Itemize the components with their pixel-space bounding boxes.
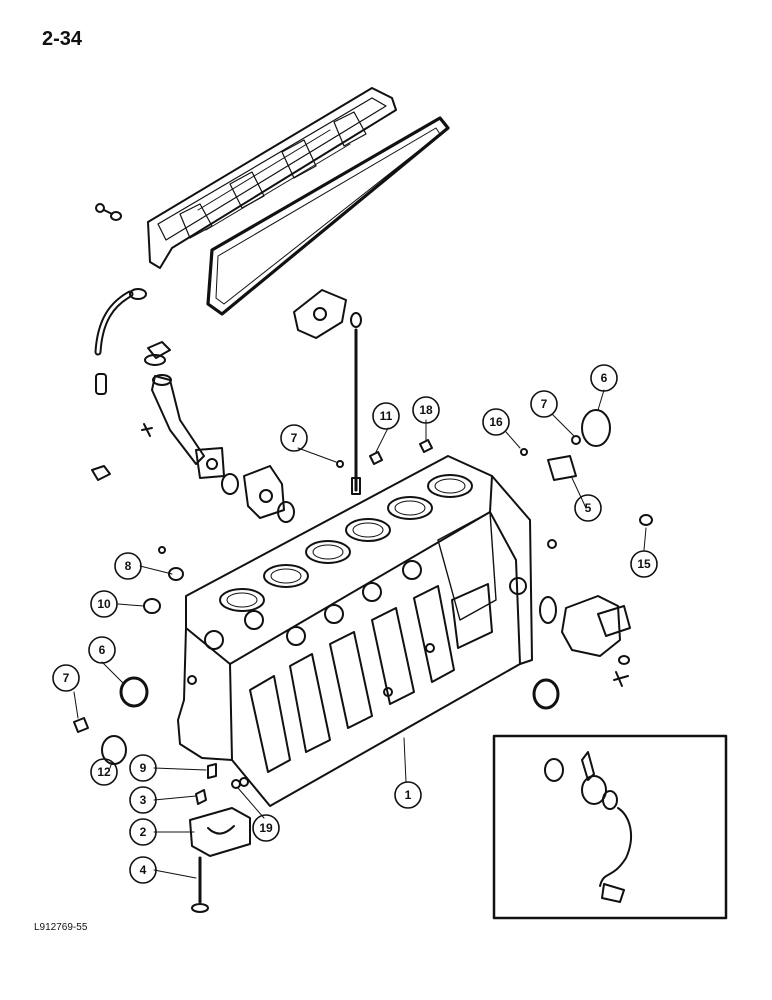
valve-cover (147, 87, 397, 269)
sleeve-5 (547, 455, 577, 481)
svg-text:6: 6 (99, 643, 106, 657)
bushing-3 (195, 789, 207, 805)
callout-3: 3 (129, 786, 157, 814)
callout-9: 9 (129, 754, 157, 782)
callout-10: 10 (90, 590, 118, 618)
plug-6-left (119, 676, 149, 708)
callout-7-mid: 7 (280, 424, 308, 452)
plug-11 (369, 451, 383, 465)
housing-bolt (613, 671, 629, 687)
cap-bolt (191, 856, 209, 913)
plug-6-top (581, 409, 611, 447)
callout-7-left: 7 (52, 664, 80, 692)
callout-16: 16 (482, 408, 510, 436)
plug-7-mid (336, 460, 344, 468)
svg-text:18: 18 (419, 403, 433, 417)
o-ring (221, 473, 239, 495)
callout-8: 8 (114, 552, 142, 580)
figure-code: L912769-55 (34, 922, 88, 933)
plug-8 (168, 567, 184, 581)
plug-7-left (73, 717, 89, 733)
inset-block-heater (492, 734, 728, 920)
svg-text:8: 8 (125, 559, 132, 573)
svg-text:5: 5 (585, 501, 592, 515)
callout-6-top: 6 (590, 364, 618, 392)
thermostat-housing (539, 595, 631, 657)
cover-bolt (95, 203, 122, 221)
callout-7-top: 7 (530, 390, 558, 418)
callout-4: 4 (129, 856, 157, 884)
svg-text:7: 7 (541, 397, 548, 411)
svg-text:6: 6 (601, 371, 608, 385)
svg-text:10: 10 (97, 597, 111, 611)
plug-small (158, 546, 166, 554)
callout-2: 2 (129, 818, 157, 846)
svg-text:15: 15 (637, 557, 651, 571)
svg-text:2: 2 (140, 825, 147, 839)
callout-19: 19 (252, 814, 280, 842)
svg-text:1: 1 (405, 788, 412, 802)
plug-18 (419, 439, 433, 453)
adapter-block (243, 465, 285, 519)
dipstick (350, 312, 362, 495)
callout-18: 18 (412, 396, 440, 424)
plug-16 (520, 448, 528, 456)
cylinder-block (177, 455, 533, 807)
plug-15 (639, 514, 653, 526)
plug-7-top (571, 435, 581, 445)
callout-6-left: 6 (88, 636, 116, 664)
svg-text:3: 3 (140, 793, 147, 807)
callout-11: 11 (372, 402, 400, 430)
nut-right (547, 539, 557, 549)
main-bearing-cap (189, 807, 251, 857)
svg-text:16: 16 (489, 415, 503, 429)
breather-plate (293, 289, 347, 339)
dowel-9 (207, 763, 217, 779)
svg-text:19: 19 (259, 821, 273, 835)
leader-lines (73, 389, 647, 879)
nut-left (91, 465, 111, 481)
svg-text:11: 11 (380, 409, 393, 423)
callout-15: 15 (630, 550, 658, 578)
seal-ring (532, 678, 560, 710)
breather-hose (94, 288, 147, 395)
svg-text:7: 7 (63, 671, 70, 685)
tube-bolt (141, 423, 153, 437)
washer (618, 655, 630, 665)
svg-text:9: 9 (140, 761, 147, 775)
plug-19 (231, 779, 241, 789)
plug-10 (143, 598, 161, 614)
svg-text:4: 4 (140, 863, 147, 877)
oil-filler-tube (144, 341, 225, 479)
svg-text:7: 7 (291, 431, 298, 445)
page-number: 2-34 (42, 28, 83, 50)
callout-12: 12 (90, 758, 118, 786)
valve-cover-gasket (206, 116, 450, 316)
svg-text:12: 12 (97, 765, 111, 779)
callout-1: 1 (394, 781, 422, 809)
callout-5: 5 (574, 494, 602, 522)
